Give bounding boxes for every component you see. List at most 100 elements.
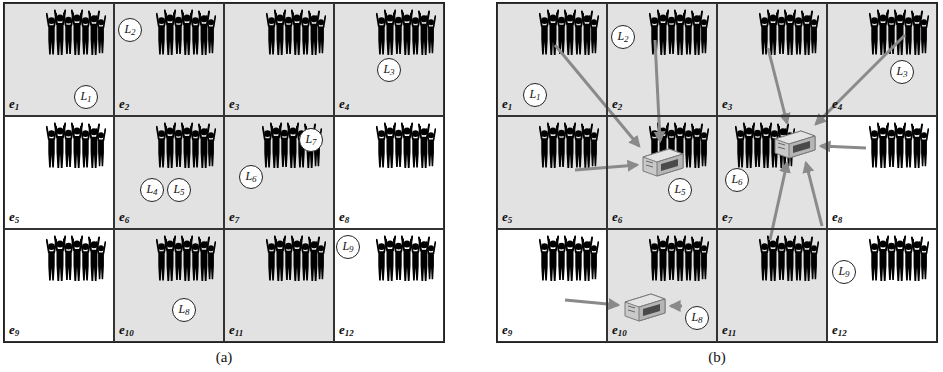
grid-cell: e3 [717, 3, 827, 116]
symbol-index: 4 [838, 102, 843, 112]
location-label: L6 [731, 173, 742, 187]
grid-cell: e10 L8 [114, 229, 224, 342]
symbol-index: 6 [738, 177, 743, 187]
symbol-index: 8 [698, 315, 703, 325]
symbol-index: 4 [345, 102, 350, 112]
location-label: L3 [383, 63, 394, 77]
symbol-index: 1 [536, 92, 541, 102]
cell-label: e12 [832, 323, 847, 338]
cell-label: e2 [612, 97, 622, 112]
location-circle: L2 [611, 25, 635, 49]
symbol-letter: e [612, 96, 618, 111]
location-label: L8 [178, 303, 189, 317]
grid-cell: e8 [827, 116, 937, 229]
symbol-index: 1 [15, 102, 20, 112]
symbol-letter: e [502, 322, 508, 337]
grid-cell: e1L1 [497, 3, 607, 116]
symbol-index: 6 [125, 215, 130, 225]
symbol-index: 7 [235, 215, 240, 225]
cell-label: e12 [339, 323, 354, 338]
symbol-letter: L [178, 302, 185, 316]
cell-label: e11 [722, 323, 736, 338]
location-circle: L8 [172, 298, 196, 322]
grid-cell: e2L2 [114, 3, 224, 116]
grid-cell: e3 [224, 3, 334, 116]
cell-label: e10 [612, 323, 627, 338]
location-circle: L6 [239, 165, 263, 189]
cell-label: e8 [832, 210, 842, 225]
symbol-letter: e [502, 96, 508, 111]
symbol-letter: e [722, 209, 728, 224]
symbol-index: 1 [87, 94, 92, 104]
symbol-letter: L [617, 29, 624, 43]
symbol-index: 9 [845, 269, 850, 279]
location-circle: L9 [336, 235, 360, 259]
location-circle: L1 [74, 85, 98, 109]
grid-cell: e7 L6 [717, 116, 827, 229]
symbol-index: 11 [728, 328, 737, 338]
symbol-index: 6 [252, 174, 257, 184]
symbol-letter: e [229, 96, 235, 111]
symbol-letter: L [173, 182, 180, 196]
symbol-index: 5 [508, 215, 513, 225]
symbol-letter: L [896, 64, 903, 78]
symbol-index: 8 [345, 215, 350, 225]
cell-label: e5 [9, 210, 19, 225]
cell-label: e11 [229, 323, 243, 338]
location-circle: L5 [167, 178, 191, 202]
grid-cell: e4 L3 [334, 3, 444, 116]
symbol-letter: e [229, 209, 235, 224]
symbol-index: 6 [618, 215, 623, 225]
location-label: L3 [896, 65, 907, 79]
symbol-letter: L [383, 62, 390, 76]
location-circle: L3 [377, 58, 401, 82]
symbol-letter: e [722, 322, 728, 337]
symbol-letter: e [832, 209, 838, 224]
symbol-index: 3 [390, 67, 395, 77]
grid-cell: e8 [334, 116, 444, 229]
location-label: L9 [342, 240, 353, 254]
symbol-index: 9 [15, 328, 20, 338]
symbol-letter: L [691, 310, 698, 324]
symbol-index: 7 [312, 137, 317, 147]
symbol-letter: L [80, 89, 87, 103]
panel-caption: (b) [708, 349, 726, 365]
location-circle: L7 [299, 128, 323, 152]
location-label: L1 [80, 90, 91, 104]
panel-caption: (a) [216, 349, 233, 365]
symbol-index: 9 [508, 328, 513, 338]
cell-label: e3 [229, 97, 239, 112]
location-label: L9 [838, 265, 849, 279]
cell-label: e1 [502, 97, 512, 112]
grid-cell: e5 [497, 116, 607, 229]
symbol-letter: e [119, 322, 125, 337]
symbol-letter: L [342, 239, 349, 253]
symbol-letter: e [9, 96, 15, 111]
symbol-index: 11 [235, 328, 244, 338]
symbol-index: 3 [903, 69, 908, 79]
symbol-letter: e [9, 209, 15, 224]
symbol-index: 3 [235, 102, 240, 112]
grid-cell: e11 [717, 229, 827, 342]
symbol-letter: L [838, 264, 845, 278]
grid-cell: e10 L8 [607, 229, 717, 342]
location-circle: L6 [725, 168, 749, 192]
symbol-letter: e [612, 322, 618, 337]
symbol-letter: L [146, 182, 153, 196]
symbol-letter: e [722, 96, 728, 111]
grid-cell: e4L3 [827, 3, 937, 116]
symbol-letter: L [245, 169, 252, 183]
cell-label: e9 [502, 323, 512, 338]
location-label: L8 [691, 311, 702, 325]
location-circle: L1 [523, 83, 547, 107]
crowds [47, 11, 929, 282]
symbol-letter: L [305, 132, 312, 146]
panel-caption-box: (b) [497, 348, 937, 366]
cell-label: e7 [722, 210, 732, 225]
cell-label: e4 [339, 97, 349, 112]
cell-label: e10 [119, 323, 134, 338]
location-circle: L2 [118, 18, 142, 42]
symbol-letter: L [529, 87, 536, 101]
